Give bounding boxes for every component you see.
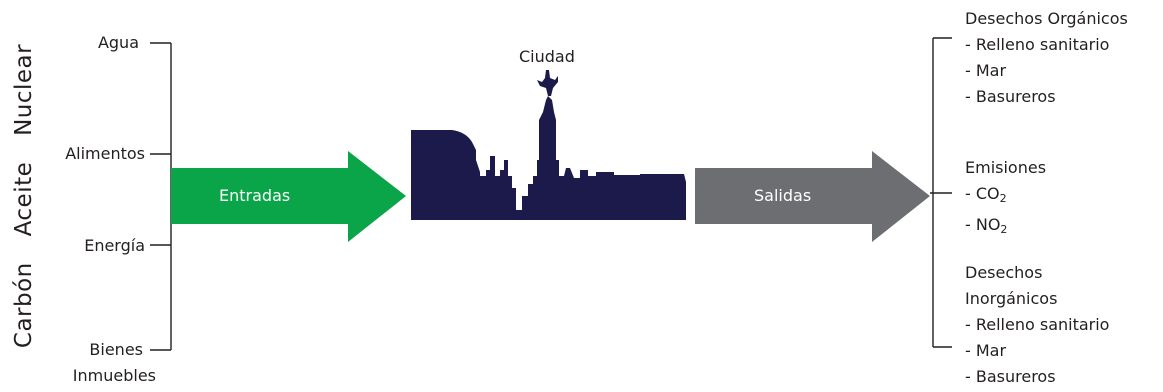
organic-waste-item: - Mar	[965, 61, 1007, 80]
inorganic-waste-title-line2: Inorgánicos	[965, 289, 1058, 308]
input-label-alimentos: Alimentos	[65, 144, 145, 163]
outputs-bracket	[930, 37, 952, 348]
salidas-label: Salidas	[754, 186, 812, 205]
output-organic-waste: Desechos Orgánicos - Relleno sanitario -…	[965, 6, 1128, 110]
inorganic-waste-item: - Relleno sanitario	[965, 315, 1110, 334]
output-inorganic-waste: Desechos Inorgánicos - Relleno sanitario…	[965, 260, 1109, 390]
output-emissions: Emisiones - CO2 - NO2	[965, 155, 1046, 243]
entradas-arrow	[171, 151, 406, 242]
entradas-label: Entradas	[219, 186, 291, 205]
input-label-bienes: Bienes	[89, 340, 143, 359]
city-skyline-silhouette	[411, 70, 686, 220]
organic-waste-title: Desechos Orgánicos	[965, 9, 1128, 28]
input-label-energia: Energía	[84, 236, 145, 255]
organic-waste-item: - Relleno sanitario	[965, 35, 1110, 54]
organic-waste-item: - Basureros	[965, 87, 1056, 106]
emission-item-co2: - CO2	[965, 184, 1007, 205]
inorganic-waste-title-line1: Desechos	[965, 263, 1043, 282]
city-label: Ciudad	[519, 47, 575, 66]
input-label-inmuebles: Inmuebles	[72, 366, 156, 385]
emission-item-no2: - NO2	[965, 215, 1008, 236]
inorganic-waste-item: - Basureros	[965, 367, 1056, 386]
salidas-arrow	[695, 151, 930, 242]
inputs-bracket	[150, 42, 172, 351]
emissions-title: Emisiones	[965, 158, 1047, 177]
input-label-agua: Agua	[97, 33, 139, 52]
inorganic-waste-item: - Mar	[965, 341, 1007, 360]
